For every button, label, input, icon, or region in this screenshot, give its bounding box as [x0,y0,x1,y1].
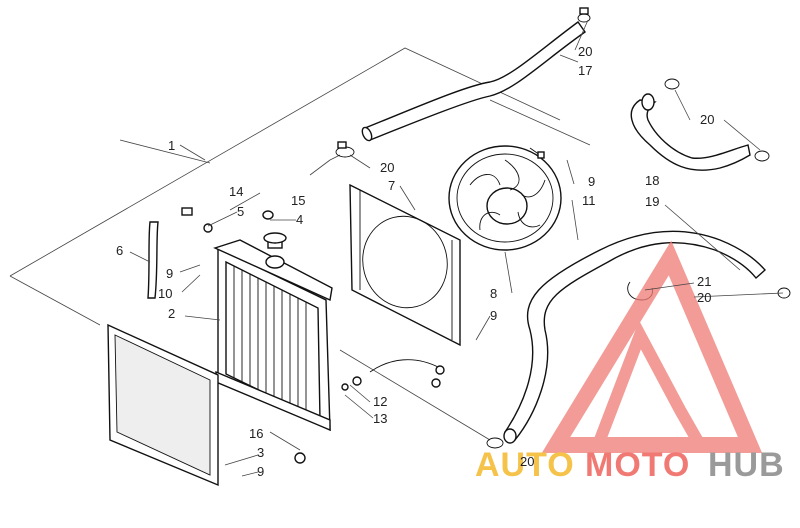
callout-20-top: 20 [578,44,592,59]
hose-clamp [335,141,355,158]
callout-4: 4 [296,212,303,227]
callout-20-upper-clamp: 20 [380,160,394,175]
callout-17: 17 [578,63,592,78]
callout-8: 8 [490,286,497,301]
callout-9-fan-bottom: 9 [490,308,497,323]
watermark-m-shape [589,320,711,451]
watermark-logo [541,240,763,453]
hose-clamp [664,78,770,162]
callout-16: 16 [249,426,263,441]
callout-13: 13 [373,411,387,426]
watermark-word-moto: MOTO [585,446,690,484]
callout-21: 21 [697,274,711,289]
callout-9-left: 9 [166,266,173,281]
callout-7: 7 [388,178,395,193]
callout-9-fan-top: 9 [588,174,595,189]
callout-5: 5 [237,204,244,219]
fan-shroud [349,183,461,347]
callout-11: 11 [582,193,596,208]
callout-18: 18 [645,173,659,188]
callout-20-right-clamp: 20 [697,290,711,305]
callout-3: 3 [257,445,264,460]
callout-20-right-hose: 20 [700,112,714,127]
callout-12: 12 [373,394,387,409]
upper-radiator-hose [361,21,586,142]
callout-10: 10 [158,286,172,301]
coolant-hose-18 [630,93,751,171]
leader-lines [129,19,784,477]
callout-19: 19 [645,194,659,209]
lower-radiator-hose [503,230,766,444]
callout-2: 2 [168,306,175,321]
radiator-core [213,232,333,432]
callout-1: 1 [168,138,175,153]
callout-14: 14 [229,184,243,199]
hose-clamp [577,7,591,23]
small-fasteners [147,207,445,464]
assembly-frame-lines [9,47,591,441]
callout-9-screen: 9 [257,464,264,479]
callout-labels: 1 2 3 4 5 6 7 8 9 9 9 9 10 11 12 13 14 1… [116,44,714,479]
callout-15: 15 [291,193,305,208]
watermark-word-auto: AUTO [475,446,575,484]
cooling-fan [448,145,562,251]
callout-20-lower-clamp: 20 [520,454,534,469]
callout-6: 6 [116,243,123,258]
radiator-screen [107,323,219,487]
watermark-word-hub: HUB [708,446,785,484]
